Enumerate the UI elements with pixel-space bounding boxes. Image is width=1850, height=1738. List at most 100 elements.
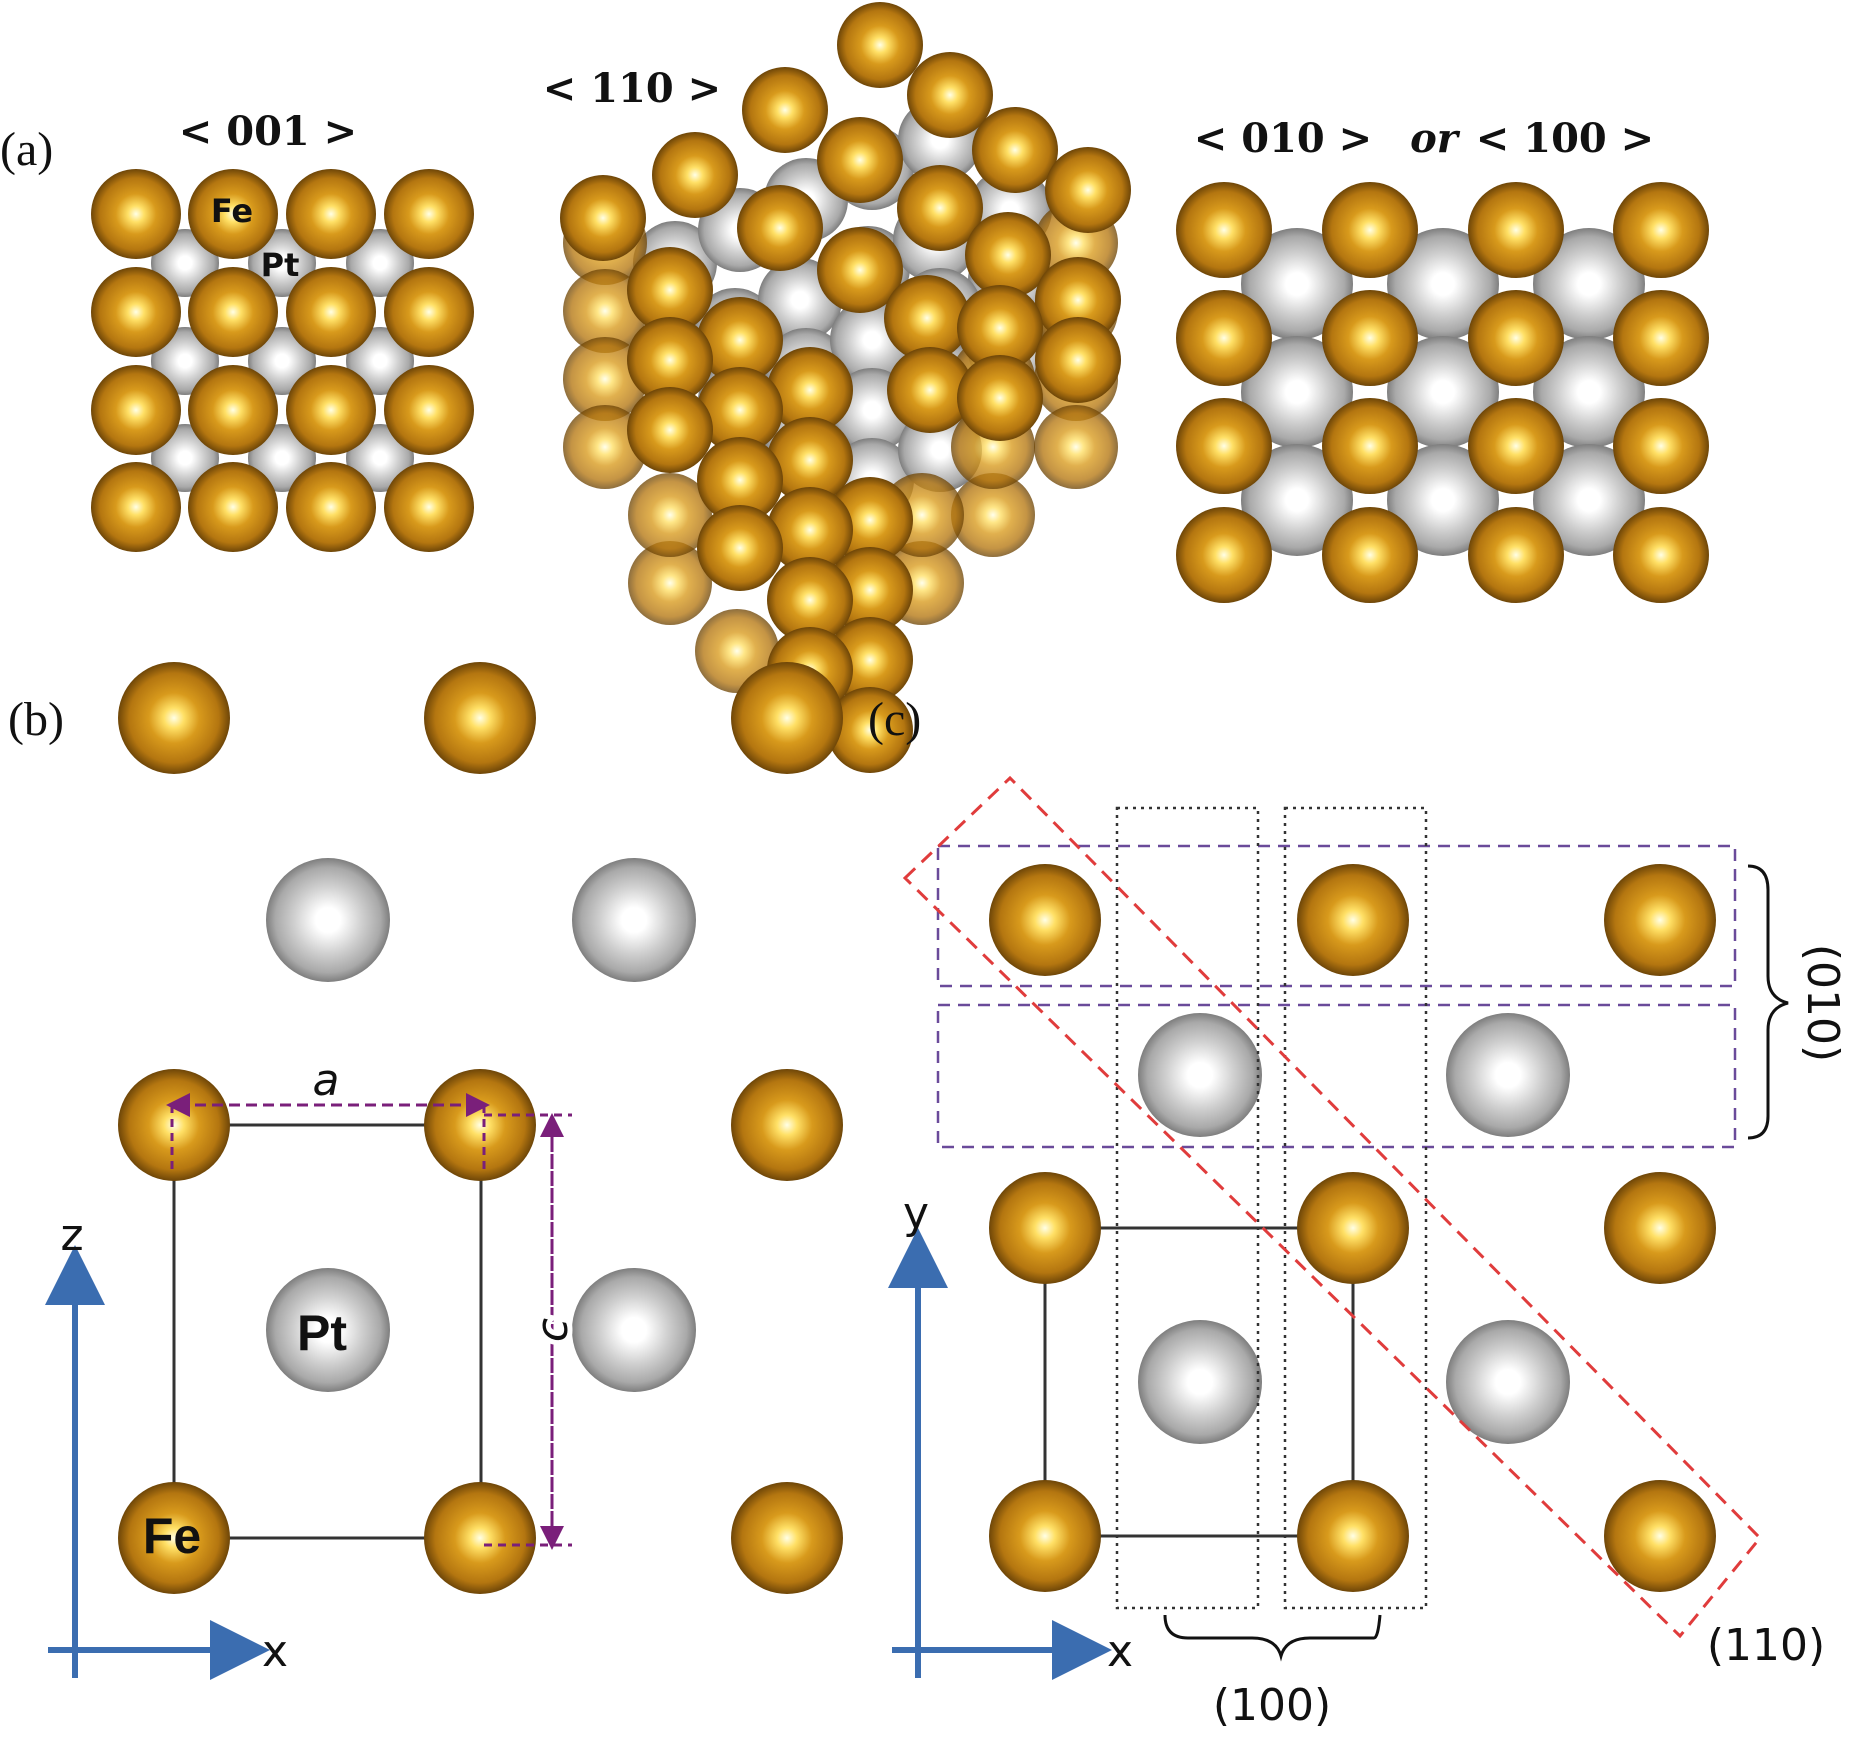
fe-atom xyxy=(118,662,230,774)
fe-atom xyxy=(627,247,713,333)
unit-cell-c xyxy=(1043,1226,1355,1538)
dimension-c: c xyxy=(484,1113,583,1550)
fe-atom xyxy=(951,473,1035,557)
fe-atom xyxy=(737,185,823,271)
fe-atom xyxy=(767,557,853,643)
grid-001-atoms xyxy=(91,169,474,552)
unit-cell-b xyxy=(172,1123,483,1540)
atom-label-pt-b: Pt xyxy=(297,1305,347,1361)
pt-atom xyxy=(1387,444,1499,556)
atom-label-fe-b: Fe xyxy=(143,1508,201,1564)
pt-atom xyxy=(1241,228,1353,340)
pt-atom xyxy=(346,229,414,297)
axes-c: y x xyxy=(888,1188,1133,1680)
fe-atom xyxy=(384,462,474,552)
plane-100-label: (100) xyxy=(1213,1680,1331,1731)
pt-atom xyxy=(1533,444,1645,556)
fe-atom xyxy=(1176,182,1272,278)
brace-010 xyxy=(1747,864,1789,1140)
fe-atom xyxy=(697,505,783,591)
fe-atom xyxy=(731,1069,843,1181)
fe-atom xyxy=(767,417,853,503)
fe-atom xyxy=(697,367,783,453)
fe-atom xyxy=(1035,257,1121,343)
fe-atom xyxy=(424,1069,536,1181)
axis-y-label: y xyxy=(903,1188,929,1239)
fe-atom xyxy=(1176,398,1272,494)
pt-atom xyxy=(1387,336,1499,448)
fe-atom xyxy=(1468,507,1564,603)
pt-atom xyxy=(1446,1320,1570,1444)
fe-atom xyxy=(384,267,474,357)
fe-atom xyxy=(1045,147,1131,233)
fe-atom xyxy=(1297,1480,1409,1592)
view-110: < 110 > xyxy=(543,2,1131,773)
view-010-connector: or xyxy=(1410,115,1461,162)
panel-a-label: (a) xyxy=(0,123,53,176)
panel-c-atoms xyxy=(989,864,1716,1592)
view-010-title: < 010 > xyxy=(1194,115,1372,162)
fe-atom xyxy=(1034,405,1118,489)
view-001: < 001 > Fe Pt xyxy=(91,108,474,552)
panel-c: (c) (010) (100) (110) y xyxy=(868,693,1848,1731)
view-001-pt-label: Pt xyxy=(261,246,300,284)
fe-atom xyxy=(627,387,713,473)
grid-010-atoms xyxy=(1176,182,1709,603)
fe-atom xyxy=(697,297,783,383)
fe-atom xyxy=(1604,1172,1716,1284)
fe-atom xyxy=(652,132,738,218)
pt-atom xyxy=(1533,336,1645,448)
fe-atom xyxy=(897,165,983,251)
axis-z-label: z xyxy=(60,1210,83,1261)
pt-atom xyxy=(572,858,696,982)
fe-atom xyxy=(424,662,536,774)
fe-atom xyxy=(1322,507,1418,603)
fe-atom xyxy=(1468,182,1564,278)
fe-atom xyxy=(1176,507,1272,603)
fe-atom xyxy=(1297,864,1409,976)
fe-atom xyxy=(1322,398,1418,494)
fe-atom xyxy=(188,462,278,552)
panel-c-label: (c) xyxy=(868,693,921,746)
plane-010-boxes xyxy=(936,844,1737,1149)
fe-atom xyxy=(767,347,853,433)
fe-atom xyxy=(817,117,903,203)
fe-atom xyxy=(957,285,1043,371)
fe-atom xyxy=(628,541,712,625)
fe-atom xyxy=(1604,864,1716,976)
fe-atom xyxy=(91,365,181,455)
fe-atom xyxy=(384,169,474,259)
fe-atom xyxy=(1613,398,1709,494)
pt-atom xyxy=(346,327,414,395)
fe-atom xyxy=(560,175,646,261)
view-010-title-alt: < 100 > xyxy=(1476,115,1654,162)
fe-atom xyxy=(1322,182,1418,278)
pt-atom xyxy=(1387,228,1499,340)
fe-atom xyxy=(628,473,712,557)
fe-atom xyxy=(817,227,903,313)
label-a: a xyxy=(313,1055,340,1106)
fe-atom xyxy=(563,269,647,353)
fe-atom xyxy=(731,662,843,774)
fe-atom xyxy=(563,405,647,489)
fe-atom xyxy=(1176,290,1272,386)
pt-atom xyxy=(248,327,316,395)
panel-b-atoms xyxy=(118,662,843,1594)
pt-atom xyxy=(1533,228,1645,340)
fe-atom xyxy=(989,1172,1101,1284)
fe-atom xyxy=(188,169,278,259)
fe-atom xyxy=(286,462,376,552)
fe-atom xyxy=(1035,317,1121,403)
fe-atom xyxy=(627,317,713,403)
fe-atom xyxy=(1322,290,1418,386)
fe-atom xyxy=(424,1482,536,1594)
pt-atom xyxy=(1241,336,1353,448)
pt-atom xyxy=(1446,1013,1570,1137)
pt-atom xyxy=(266,1268,390,1392)
view-110-title: < 110 > xyxy=(543,65,721,112)
view-010: < 010 > or < 100 > xyxy=(1176,115,1709,603)
brace-100 xyxy=(1163,1614,1382,1662)
fe-atom xyxy=(1613,507,1709,603)
fe-atom xyxy=(742,67,828,153)
